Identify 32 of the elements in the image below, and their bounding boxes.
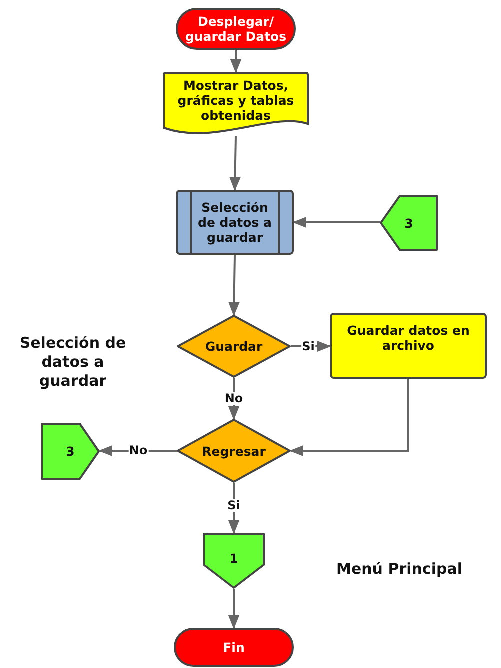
node-text: Desplegar/ guardar Datos xyxy=(184,14,288,44)
node-text: 3 xyxy=(404,216,414,230)
node-text: 1 xyxy=(230,550,238,566)
annotation-text: Menú Principal xyxy=(336,560,464,579)
terminal-shape xyxy=(174,628,294,667)
node-text: Mostrar Datos, gráficas y tablas obtenidas xyxy=(176,78,296,122)
arrow xyxy=(230,50,242,74)
edge-label: Si xyxy=(301,340,316,354)
edge-label: Si xyxy=(226,498,242,512)
arrow xyxy=(228,378,240,420)
annotation-text: Selección de datos a guardar xyxy=(18,334,128,390)
arrow xyxy=(290,379,409,457)
arrow xyxy=(230,136,241,192)
node-text: 3 xyxy=(66,444,75,459)
process-box xyxy=(330,313,487,379)
node-text: Regresar xyxy=(202,444,266,458)
predefined-process-box xyxy=(176,190,294,255)
arrow xyxy=(228,254,240,316)
edge-label: No xyxy=(128,444,149,458)
off-page-connector xyxy=(380,195,438,251)
terminal-shape xyxy=(176,8,296,50)
node-text: Fin xyxy=(223,640,245,655)
decision-diamond xyxy=(177,419,291,483)
decision-diamond xyxy=(177,315,291,378)
node-text: Selección de datos a guardar xyxy=(197,200,273,245)
node-text: Guardar datos en archivo xyxy=(346,323,471,353)
arrow xyxy=(228,589,240,630)
node-text: Guardar xyxy=(205,339,263,354)
off-page-connector xyxy=(41,423,100,480)
arrow xyxy=(292,216,380,228)
off-page-connector xyxy=(203,533,265,589)
edge-label: No xyxy=(224,392,244,406)
